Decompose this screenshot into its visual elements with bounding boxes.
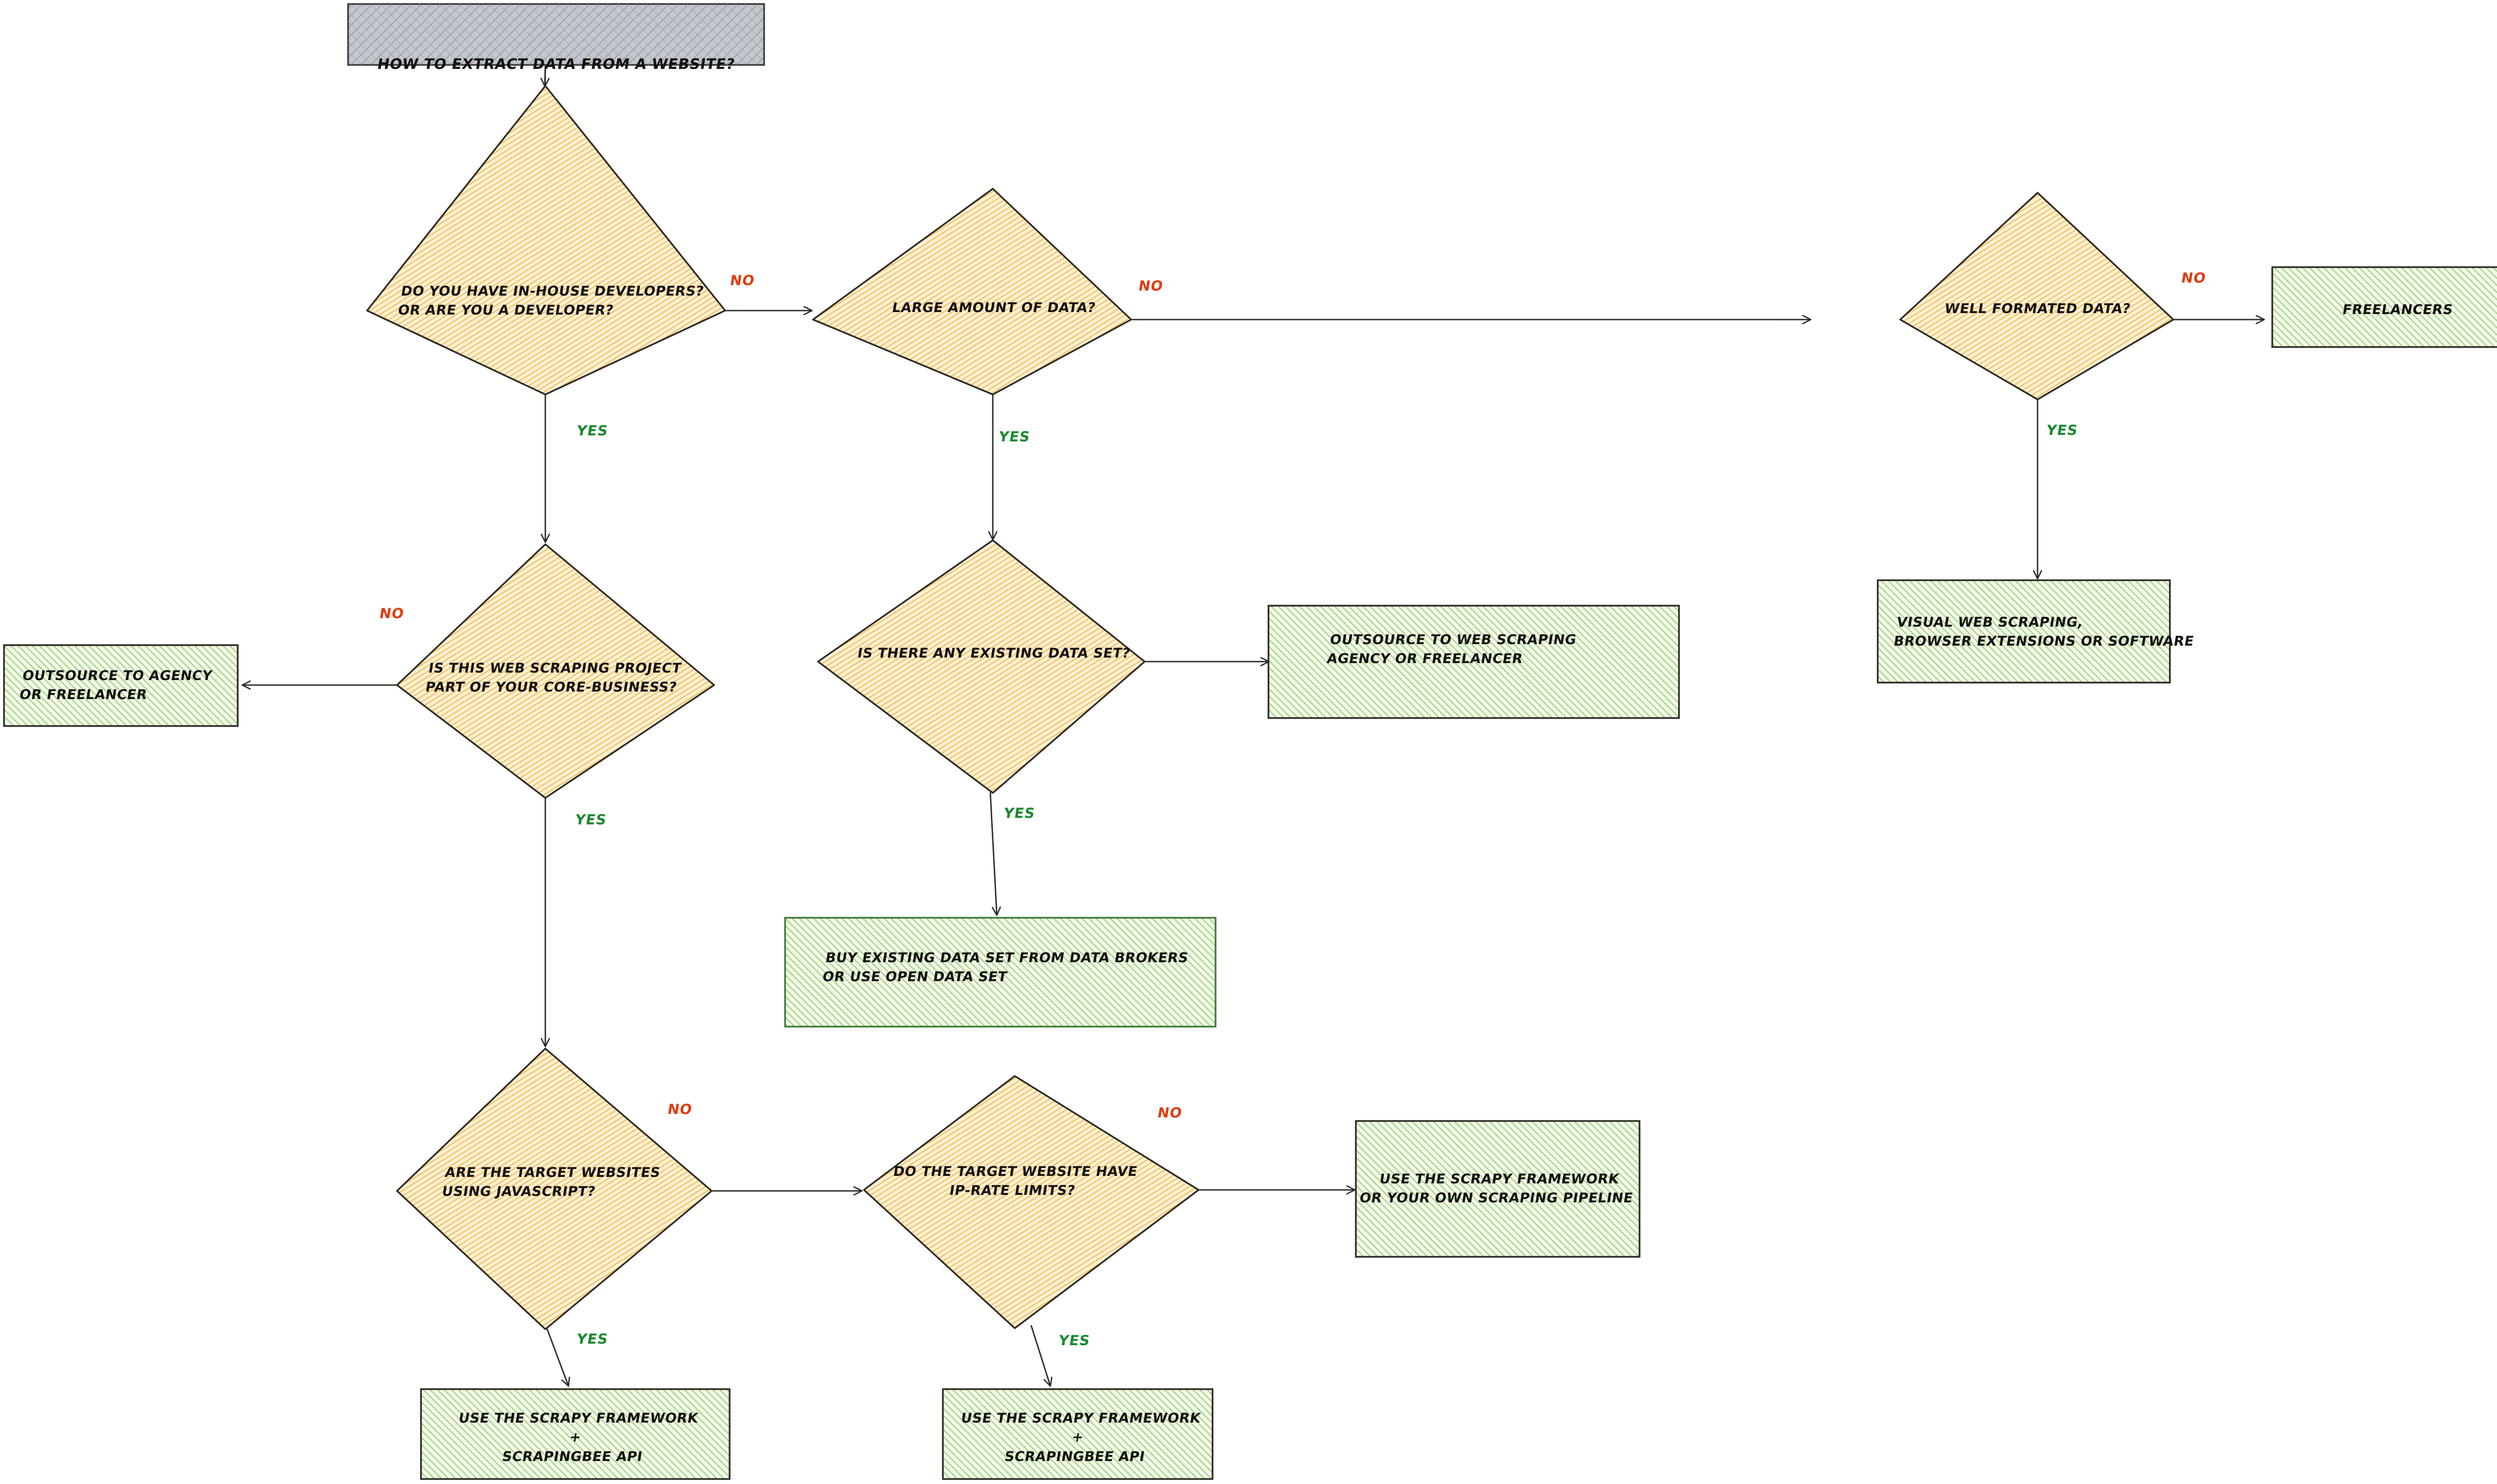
node-result-visual-scraping[interactable] — [1877, 579, 2171, 684]
edge-dataset-yes-buy — [989, 792, 997, 915]
node-decision-javascript[interactable] — [396, 1048, 713, 1330]
node-result-outsource-webscraping[interactable] — [1267, 605, 1680, 719]
node-decision-developers[interactable] — [366, 85, 726, 395]
node-result-scrapy-scrapingbee-mid[interactable] — [942, 1388, 1214, 1480]
node-start[interactable] — [347, 3, 765, 66]
node-result-scrapy-scrapingbee-left[interactable] — [420, 1388, 731, 1480]
node-result-outsource-agency[interactable] — [3, 644, 239, 727]
node-result-scrapy-own-pipeline[interactable] — [1355, 1120, 1641, 1258]
node-decision-core-business[interactable] — [396, 543, 715, 799]
node-decision-ip-rate[interactable] — [863, 1075, 1200, 1329]
node-result-buy-dataset[interactable] — [784, 917, 1217, 1028]
node-decision-large-data[interactable] — [812, 188, 1132, 395]
edge-js-yes-scrapybee — [546, 1327, 568, 1386]
node-decision-well-formated[interactable] — [1899, 192, 2174, 400]
node-result-freelancers[interactable] — [2271, 266, 2497, 348]
node-decision-existing-dataset[interactable] — [817, 539, 1146, 794]
edge-iprate-yes-scrapybee — [1030, 1325, 1050, 1386]
